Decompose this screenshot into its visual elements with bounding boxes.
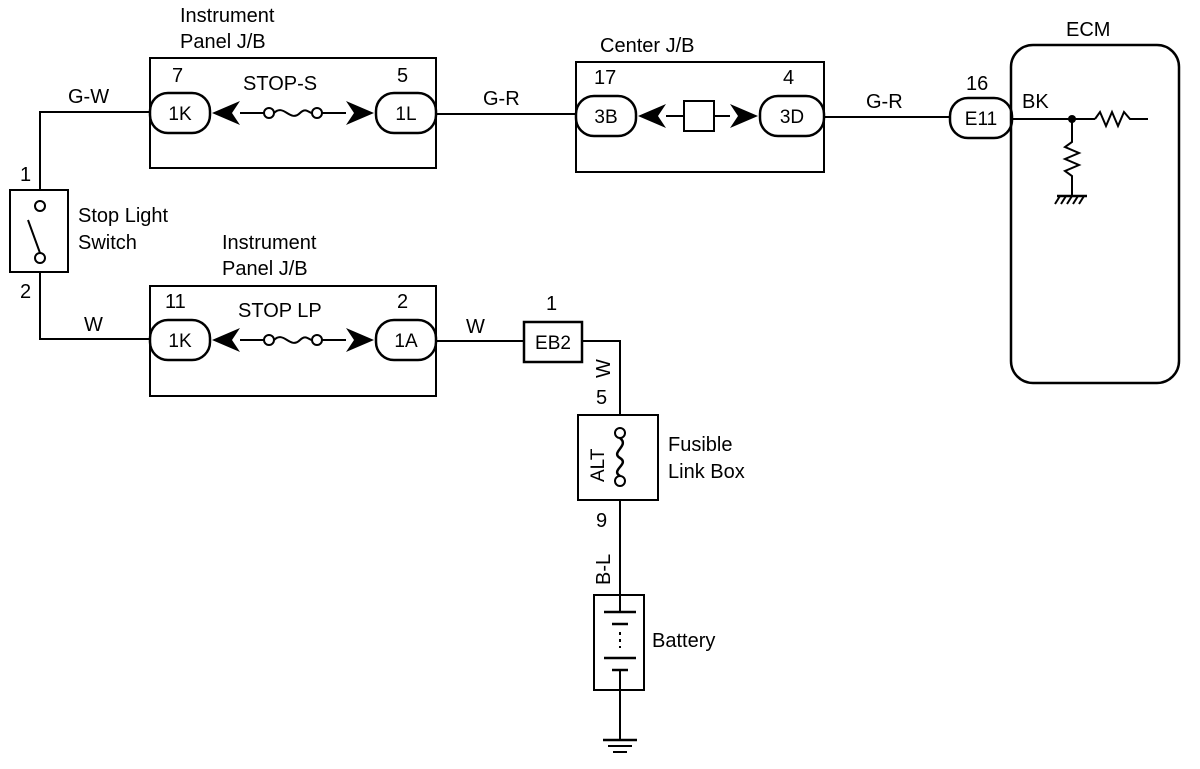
center-jb-title: Center J/B: [600, 35, 694, 57]
ecm-ground-hatch: [1054, 195, 1085, 205]
wires: [39, 111, 950, 740]
ecm-conn: E11: [965, 109, 997, 130]
ipjb-bottom-title-2: Panel J/B: [222, 258, 308, 280]
switch-contact-bottom: [34, 252, 46, 264]
center-jb-right-connector: [758, 94, 826, 138]
ipjb-bottom-title-1: Instrument: [222, 232, 317, 254]
center-jb-left-pin: 17: [594, 67, 616, 89]
wire-w-1: [39, 272, 150, 340]
ipjb-bottom-right-pin: 2: [397, 291, 408, 313]
wire-label-w-2: W: [466, 316, 485, 338]
ipjb-top-left-pin: 7: [172, 65, 183, 87]
wire-g-w: [39, 111, 150, 190]
center-jb-right-pin: 4: [783, 67, 794, 89]
center-jb-left-connector: [574, 94, 638, 138]
ipjb-bottom-fuse-term-r: [311, 334, 323, 346]
wire-labels: G-W G-R G-R W W W B-L: [68, 86, 903, 585]
switch-contact-top: [34, 200, 46, 212]
ipjb-bottom-left-conn: 1K: [168, 331, 192, 352]
ipjb-top-title-2: Panel J/B: [180, 31, 266, 53]
ecm-resistor-v: [1062, 119, 1082, 196]
ipjb-top-fuse-label: STOP-S: [243, 73, 317, 95]
center-jb: Center J/B 17 4 3B 3D: [574, 35, 826, 173]
center-jb-relay-box: [683, 100, 715, 132]
ipjb-top-left-conn: 1K: [168, 104, 192, 125]
center-jb-right-conn: 3D: [780, 107, 804, 128]
wire-label-w-1: W: [84, 314, 103, 336]
fusible-link-element: [615, 437, 625, 478]
switch-label-2: Switch: [78, 232, 137, 254]
ecm: ECM 16 E11 BK: [948, 19, 1181, 385]
ipjb-top-left-arrow: [212, 101, 240, 125]
ecm-title: ECM: [1066, 19, 1110, 41]
ipjb-top-right-pin: 5: [397, 65, 408, 87]
wire-label-b-l: B-L: [593, 554, 615, 585]
fusible-pin-top: 5: [596, 387, 607, 409]
switch-box: [9, 189, 69, 273]
switch-label-1: Stop Light: [78, 205, 169, 227]
wire-label-g-r-1: G-R: [483, 88, 520, 110]
ipjb-top-left-connector: [148, 91, 212, 135]
center-jb-left-arrow: [638, 104, 666, 128]
switch-pin-top: 1: [20, 164, 31, 186]
fusible-box: [577, 414, 659, 501]
ecm-wire-label: BK: [1022, 91, 1049, 113]
switch-pin-bottom: 2: [20, 281, 31, 303]
ecm-box: [1009, 43, 1181, 385]
eb2-conn: EB2: [535, 333, 571, 354]
eb2-pin: 1: [546, 293, 557, 315]
ipjb-bottom-fuse-element: [273, 336, 313, 344]
ipjb-bottom-right-connector: [374, 318, 438, 362]
fusible-label-1: Fusible: [668, 434, 732, 456]
battery: Battery: [593, 594, 715, 691]
wire-label-g-r-2: G-R: [866, 91, 903, 113]
fusible-link-box: 5 9 ALT Fusible Link Box: [577, 387, 745, 532]
wire-label-w-3: W: [593, 359, 615, 378]
eb2-box: [522, 320, 584, 364]
ipjb-bottom-fuse-label: STOP LP: [238, 300, 322, 322]
ipjb-top-fuse-element: [273, 109, 313, 117]
ipjb-top-title-1: Instrument: [180, 5, 275, 27]
ecm-pin: 16: [966, 73, 988, 95]
ipjb-top: Instrument Panel J/B 7 5 STOP-S 1K 1L: [148, 5, 438, 169]
ipjb-bottom-right-conn: 1A: [394, 331, 418, 352]
switch-blade: [27, 219, 41, 254]
ipjb-bottom-right-arrow: [346, 328, 374, 352]
ipjb-top-fuse-term-r: [311, 107, 323, 119]
wire-w-3: [582, 340, 621, 415]
fusible-term-bottom: [614, 475, 626, 487]
fusible-label-2: Link Box: [668, 461, 745, 483]
ipjb-top-right-arrow: [346, 101, 374, 125]
ecm-resistor-h: [1094, 109, 1148, 129]
ipjb-top-right-conn: 1L: [395, 104, 416, 125]
ipjb-top-right-connector: [374, 91, 438, 135]
ipjb-bottom: Instrument Panel J/B 11 2 STOP LP 1K 1A: [148, 232, 438, 397]
center-jb-right-arrow: [730, 104, 758, 128]
ipjb-bottom-left-pin: 11: [165, 291, 186, 313]
battery-ground: [603, 738, 637, 753]
fusible-pin-bottom: 9: [596, 510, 607, 532]
eb2-connector: 1 EB2: [522, 293, 584, 364]
stop-light-switch: 1 2 Stop Light Switch: [9, 164, 169, 303]
ipjb-bottom-fuse-term-l: [263, 334, 275, 346]
ipjb-bottom-left-connector: [148, 318, 212, 362]
wire-label-g-w: G-W: [68, 86, 109, 108]
fusible-term-top: [614, 427, 626, 439]
center-jb-left-conn: 3B: [594, 107, 617, 128]
fusible-fuse-label: ALT: [588, 448, 609, 482]
ipjb-bottom-left-arrow: [212, 328, 240, 352]
battery-label: Battery: [652, 630, 715, 652]
ipjb-top-fuse-term-l: [263, 107, 275, 119]
